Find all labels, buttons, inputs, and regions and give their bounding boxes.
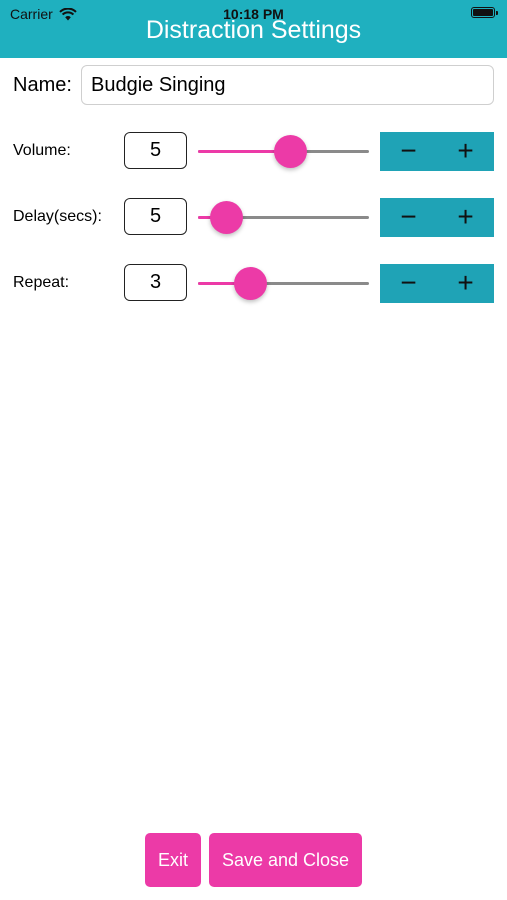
battery-icon: [471, 7, 498, 18]
wifi-icon: [59, 7, 77, 20]
carrier-label: Carrier: [10, 6, 53, 22]
setting-row-repeat: Repeat: 3 − +: [0, 264, 507, 304]
volume-label: Volume:: [13, 142, 71, 159]
delay-increment-button[interactable]: +: [457, 201, 474, 232]
page-title: Distraction Settings: [145, 16, 362, 44]
repeat-slider[interactable]: [198, 264, 369, 304]
slider-thumb[interactable]: [234, 267, 267, 300]
slider-thumb[interactable]: [210, 201, 243, 234]
save-and-close-button[interactable]: Save and Close: [209, 833, 362, 887]
volume-value-field[interactable]: 5: [124, 132, 187, 169]
delay-value-field[interactable]: 5: [124, 198, 187, 235]
volume-decrement-button[interactable]: −: [400, 135, 417, 166]
setting-row-volume: Volume: 5 − +: [0, 132, 507, 172]
repeat-increment-button[interactable]: +: [457, 267, 474, 298]
status-carrier: Carrier: [10, 6, 77, 22]
slider-track: [198, 282, 369, 285]
slider-track: [198, 216, 369, 219]
slider-fill: [198, 282, 250, 285]
repeat-stepper: − +: [380, 264, 494, 303]
repeat-label: Repeat:: [13, 274, 70, 291]
delay-stepper: − +: [380, 198, 494, 237]
name-label: Name:: [13, 74, 72, 96]
slider-fill: [198, 150, 290, 153]
exit-button[interactable]: Exit: [145, 833, 201, 887]
delay-decrement-button[interactable]: −: [400, 201, 417, 232]
status-time: 10:18 PM: [223, 6, 284, 22]
setting-row-delay: Delay(secs): 5 − +: [0, 198, 507, 238]
volume-stepper: − +: [380, 132, 494, 171]
delay-label: Delay(secs):: [13, 208, 102, 225]
repeat-value-field[interactable]: 3: [124, 264, 187, 301]
delay-slider[interactable]: [198, 198, 369, 238]
repeat-decrement-button[interactable]: −: [400, 267, 417, 298]
name-input[interactable]: [81, 65, 494, 105]
header-bar: Carrier 10:18 PM Distraction Settings: [0, 0, 507, 58]
volume-slider[interactable]: [198, 132, 369, 172]
volume-increment-button[interactable]: +: [457, 135, 474, 166]
slider-thumb[interactable]: [274, 135, 307, 168]
